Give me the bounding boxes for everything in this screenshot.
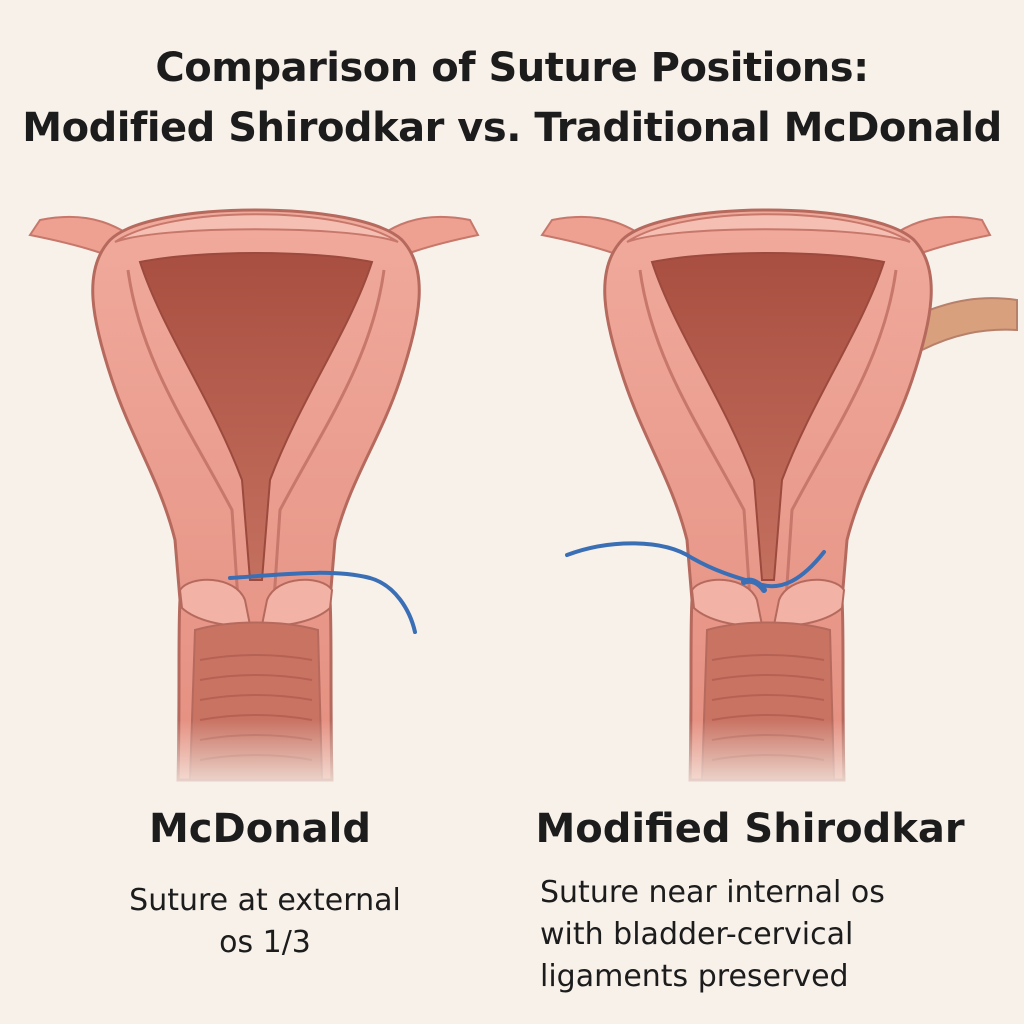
shirodkar-desc-line-1: Suture near internal os <box>540 875 885 910</box>
shirodkar-uterus-illustration <box>540 208 1018 800</box>
shirodkar-label: Modified Shirodkar <box>535 806 965 852</box>
myometrium-right <box>272 269 386 601</box>
mcdonald-description: Suture at external os 1/3 <box>60 880 470 964</box>
shirodkar-panel <box>512 180 1024 800</box>
mcdonald-desc-line-2: os 1/3 <box>219 925 311 960</box>
shirodkar-desc-line-2: with bladder-cervical <box>540 917 854 952</box>
title-line-2: Modified Shirodkar vs. Traditional McDon… <box>22 105 1002 151</box>
shirodkar-description: Suture near internal os with bladder-cer… <box>540 872 960 998</box>
mcdonald-suture <box>228 570 417 634</box>
fundus-band <box>626 213 911 243</box>
bladder-cervical-ligament <box>915 297 1018 352</box>
fundus-band <box>114 213 399 243</box>
cervix-lip-right <box>772 578 846 627</box>
mcdonald-panel <box>0 180 512 800</box>
mcdonald-desc-line-1: Suture at external <box>129 883 401 918</box>
diagram-title: Comparison of Suture Positions: Modified… <box>0 38 1024 158</box>
myometrium-left <box>638 269 752 601</box>
shirodkar-suture <box>565 541 826 589</box>
suture-knot <box>741 577 767 593</box>
cervix-lip-right <box>260 578 334 627</box>
cervix-lip-left <box>178 578 252 627</box>
mcdonald-label: McDonald <box>148 806 371 852</box>
uterine-cavity <box>650 252 886 581</box>
shirodkar-desc-line-3: ligaments preserved <box>540 959 849 994</box>
title-line-1: Comparison of Suture Positions: <box>155 45 869 91</box>
mcdonald-uterus-illustration <box>28 208 480 800</box>
myometrium-left <box>126 269 240 601</box>
cervix-lip-left <box>690 578 764 627</box>
uterine-cavity <box>138 252 374 581</box>
myometrium-right <box>784 269 898 601</box>
